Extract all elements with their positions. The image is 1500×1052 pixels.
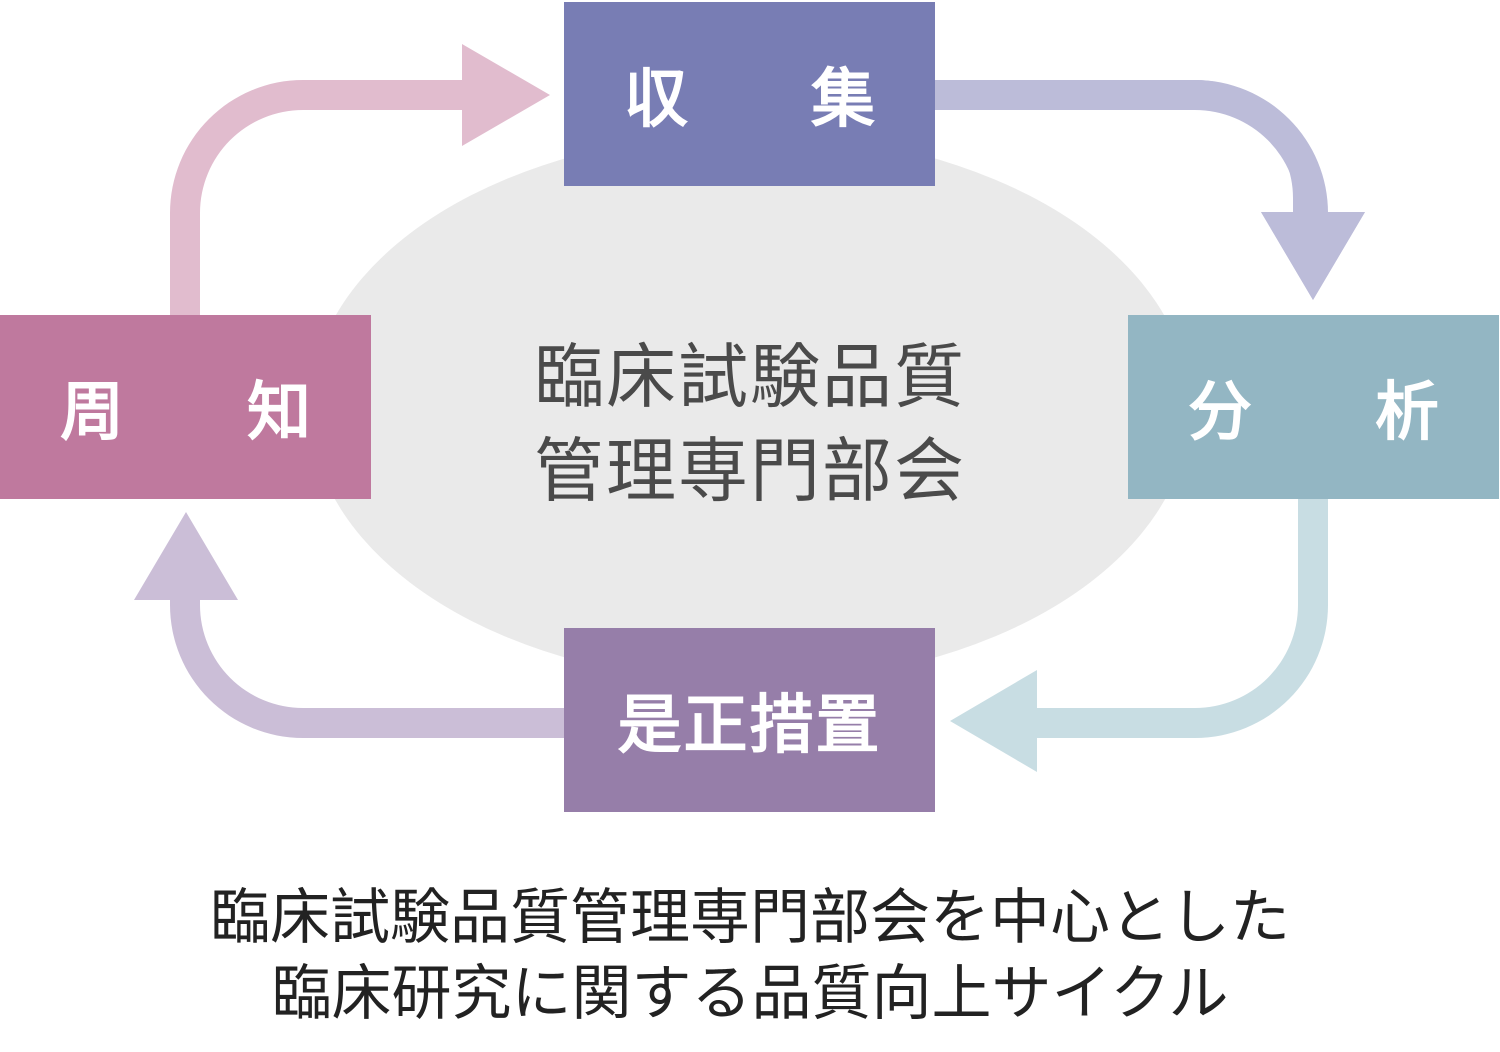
step-inform-box: 周 知 <box>0 315 371 499</box>
center-label-line2: 管理専門部会 <box>534 430 966 512</box>
step-analyze-char2: 析 <box>1375 376 1439 450</box>
step-collect-box: 収 集 <box>564 2 935 186</box>
arrow-inform-to-collect <box>170 44 550 315</box>
step-analyze-char1: 分 <box>1188 376 1252 450</box>
step-inform-char2: 知 <box>247 376 311 450</box>
step-collect-char2: 集 <box>811 63 875 137</box>
step-inform-char1: 周 <box>60 376 124 450</box>
center-label: 臨床試験品質 管理専門部会 <box>480 330 1020 518</box>
center-label-line1: 臨床試験品質 <box>534 336 966 418</box>
arrow-collect-to-analyze-band <box>935 80 1365 300</box>
cycle-graphics <box>134 44 1365 772</box>
arrow-analyze-to-correct <box>950 499 1328 772</box>
diagram-caption: 臨床試験品質管理専門部会を中心とした 臨床研究に関する品質向上サイクル <box>100 880 1400 1032</box>
step-collect-char1: 収 <box>624 63 688 137</box>
step-correct-label: 是正措置 <box>617 689 882 763</box>
quality-cycle-diagram: 収 集 分 析 是正措置 周 知 臨床試験品質 管理専門部会 <box>0 2 1499 812</box>
caption-line1: 臨床試験品質管理専門部会を中心とした <box>210 883 1290 953</box>
step-analyze-box: 分 析 <box>1128 315 1499 499</box>
center-ellipse <box>310 133 1190 683</box>
caption-line2: 臨床研究に関する品質向上サイクル <box>271 959 1229 1029</box>
step-correct-box: 是正措置 <box>564 628 935 812</box>
arrow-correct-to-inform <box>134 512 564 738</box>
